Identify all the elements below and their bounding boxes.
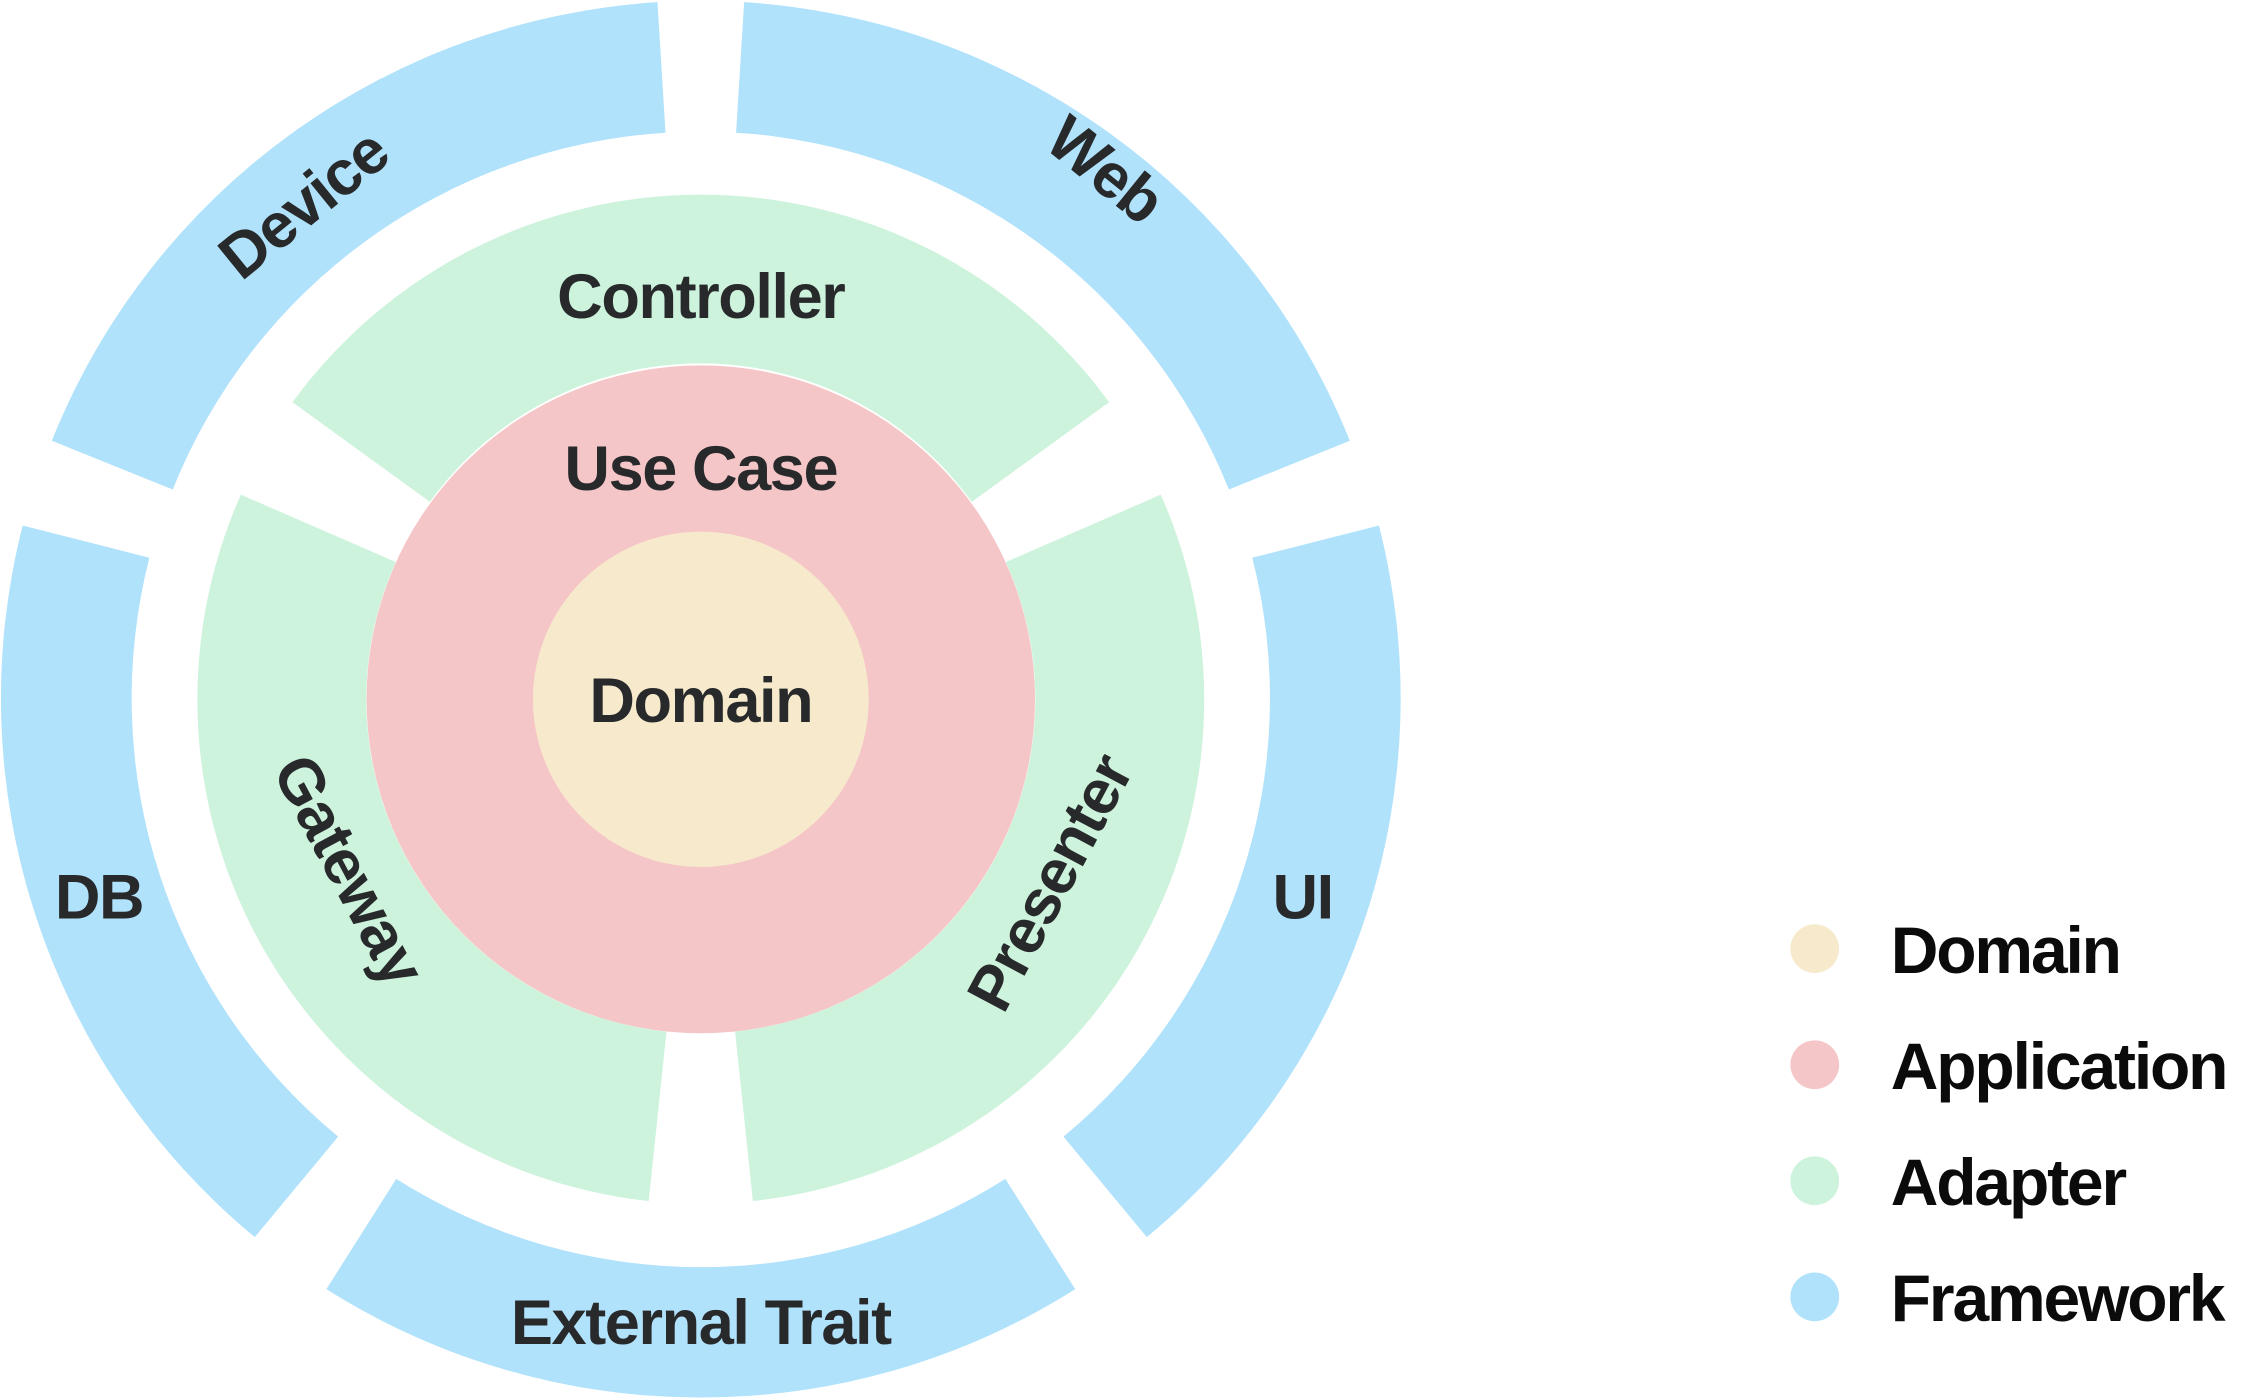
legend-item: Application: [1790, 1029, 2228, 1103]
domain-core-label: Domain: [589, 666, 812, 736]
legend-label-framework: Framework: [1891, 1261, 2226, 1335]
legend-item: Domain: [1790, 913, 2122, 987]
framework-segment-external-trait: [326, 1178, 1076, 1398]
framework-segment-ui: [1063, 525, 1401, 1238]
adapter-segment-controller: [292, 194, 1110, 502]
legend-label-adapter: Adapter: [1891, 1145, 2127, 1219]
use-case-label: Use Case: [564, 434, 837, 504]
legend: Domain Application Adapter Framework: [1790, 913, 2228, 1335]
framework-segment-web: [736, 2, 1350, 490]
external-trait-label: External Trait: [511, 1288, 892, 1358]
legend-swatch-adapter: [1790, 1156, 1840, 1206]
legend-label-domain: Domain: [1891, 913, 2120, 987]
diagram-shapes: [0, 2, 1401, 1398]
framework-segment-db: [0, 525, 339, 1238]
legend-item: Adapter: [1790, 1145, 2129, 1219]
domain-core: [532, 531, 869, 867]
legend-swatch-framework: [1790, 1272, 1840, 1322]
controller-label: Controller: [557, 262, 845, 332]
legend-swatch-application: [1790, 1040, 1840, 1090]
db-label: DB: [55, 863, 143, 933]
legend-swatch-domain: [1790, 924, 1840, 974]
adapter-segment-presenter: [735, 494, 1205, 1201]
adapter-segment-gateway: [197, 494, 667, 1201]
framework-segment-device: [51, 2, 666, 490]
ui-label: UI: [1272, 863, 1332, 933]
legend-label-application: Application: [1891, 1029, 2227, 1103]
legend-item: Framework: [1790, 1261, 2228, 1335]
